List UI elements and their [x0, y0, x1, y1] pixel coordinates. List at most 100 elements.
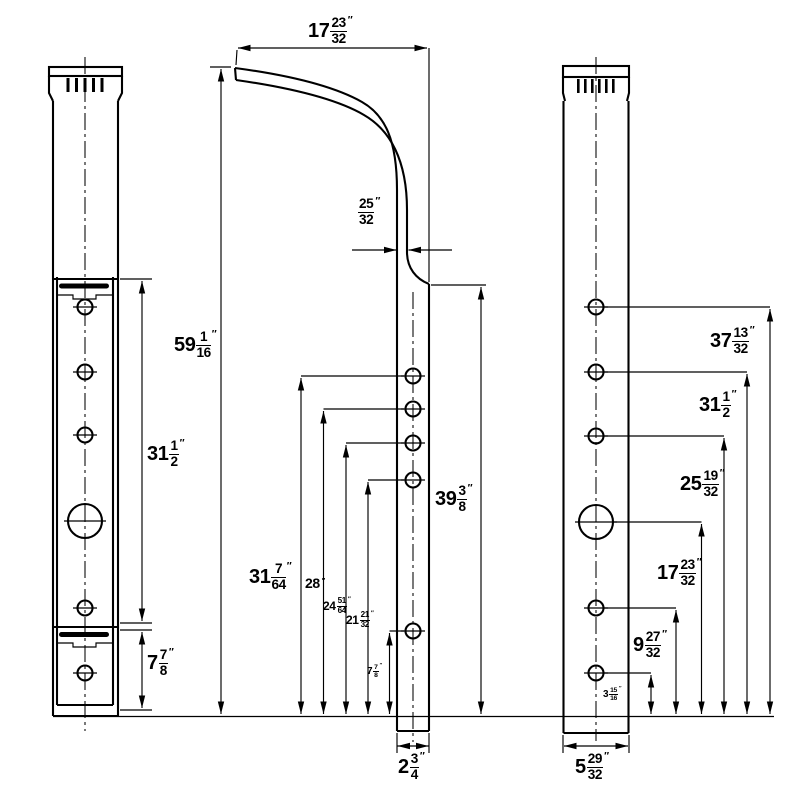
dim-unit: ″	[749, 325, 755, 336]
dim-denominator: 4	[410, 766, 419, 782]
right-hole-connectors	[604, 306, 770, 674]
dim-numerator: 7	[373, 664, 379, 673]
dim-unit: ″	[719, 468, 725, 479]
dim-whole: 39	[435, 487, 457, 510]
right-view-top-cap	[561, 64, 631, 79]
dim-denominator: 2	[722, 404, 730, 420]
dim-whole: 3	[603, 689, 609, 701]
center-view-outer-curve	[234, 66, 399, 731]
dim-denominator: 16	[196, 344, 211, 360]
dim-whole: 31	[147, 442, 169, 465]
dim-unit: ″	[211, 329, 217, 340]
base-width-extensions	[396, 733, 430, 753]
center-view-tip-edge	[233, 67, 238, 81]
left-extension-lines	[120, 278, 152, 711]
dim-numerator: 3	[409, 751, 419, 768]
dim-whole: 17	[657, 561, 679, 584]
dim-unit: ″	[696, 557, 702, 568]
right-base-width-extensions	[562, 735, 630, 753]
left-view-lower-notch	[57, 642, 113, 648]
left-view	[47, 57, 124, 731]
right-view-cap-chamfers	[561, 77, 631, 102]
left-view-outer-walls	[51, 101, 120, 716]
dim-whole: 25	[680, 472, 702, 495]
dim-whole: 37	[710, 329, 732, 352]
dim-unit: ″	[179, 438, 185, 449]
dim-whole: 17	[308, 19, 330, 42]
left-view-hole-crosshairs	[64, 306, 106, 674]
dim-numerator: 1	[169, 438, 179, 455]
dim-denominator: 32	[360, 619, 370, 629]
dim-denominator: 2	[170, 453, 178, 469]
dim-whole: 59	[174, 333, 196, 356]
top-width-extension-lines	[235, 48, 430, 282]
dim-denominator: 8	[159, 662, 168, 678]
right-view-hole-crosshairs	[575, 306, 617, 674]
dim-denominator: 64	[271, 576, 286, 592]
left-view-top-cap	[47, 65, 124, 78]
dim-denominator: 16	[610, 695, 617, 703]
dim-unit: ″	[286, 561, 292, 572]
dim-numerator: 7	[271, 561, 286, 578]
dim-denominator: 32	[703, 483, 718, 499]
dim-unit: ″	[618, 686, 622, 692]
dim-whole: 31	[699, 393, 721, 416]
dim-numerator: 13	[732, 325, 749, 342]
dim-unit: ″	[419, 751, 425, 762]
dim-denominator: 32	[331, 30, 346, 46]
center-view-hole-crosshairs	[401, 375, 425, 632]
dim-numerator: 23	[679, 557, 696, 574]
dim-numerator: 51	[336, 596, 347, 607]
dim-whole: 5	[575, 755, 586, 778]
dim-numerator: 3	[457, 483, 467, 500]
dim-numerator: 21	[359, 610, 370, 621]
dim-whole: 9	[633, 633, 644, 656]
left-view-upper-seam-bar	[59, 283, 109, 289]
center-view	[233, 66, 431, 742]
dimension-lines	[53, 44, 774, 753]
dim-numerator: 27	[644, 629, 662, 646]
dim-numerator: 15	[609, 687, 618, 696]
dim-unit: ″	[467, 483, 473, 494]
dim-unit: ″	[375, 196, 380, 207]
right-view	[561, 57, 631, 741]
left-view-cap-teeth	[66, 78, 104, 92]
dim-whole: 2	[398, 755, 409, 778]
dim-unit: ″	[321, 576, 326, 585]
dim-numerator: 1	[721, 389, 731, 406]
dim-denominator: 32	[359, 211, 374, 227]
dim-unit: ″	[370, 610, 374, 617]
center-view-inner-curve	[235, 78, 430, 285]
dim-label-hole-c2: 28 ″	[305, 576, 326, 590]
dim-numerator: 29	[586, 751, 604, 768]
right-view-body-edges	[562, 101, 630, 735]
dim-denominator: 32	[587, 766, 603, 782]
dim-unit: ″	[347, 15, 353, 26]
